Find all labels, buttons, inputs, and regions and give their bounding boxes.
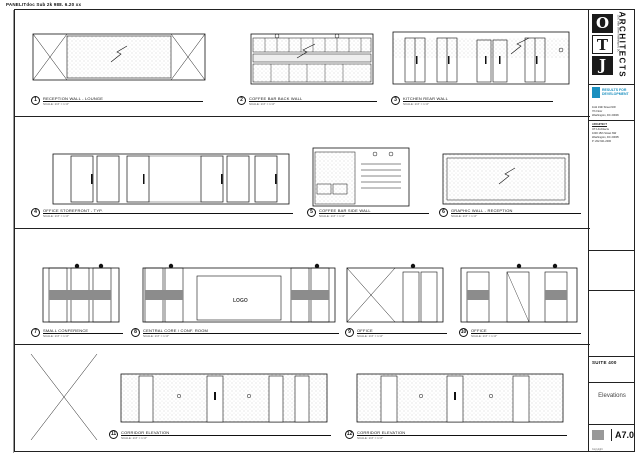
elevation-9-drawing (345, 262, 445, 326)
elevation-number: 5 (307, 208, 316, 217)
elevation-title: OFFICE (357, 328, 373, 333)
elevation-7-drawing (41, 262, 121, 326)
elevation-scale: SCALE: 1/4" = 1'-0" (451, 214, 478, 218)
title-block: O T J ARCHITECTS 1000 Main Street Washin… (589, 9, 635, 452)
elevation-number: 9 (345, 328, 354, 337)
divider (589, 356, 635, 357)
elevation-title: GRAPHIC WALL - RECEPTION (451, 208, 513, 213)
elevation-scale: SCALE: 1/4" = 1'-0" (403, 102, 430, 106)
row-divider (15, 116, 590, 117)
divider (589, 120, 635, 121)
sheet-name: Elevations (598, 393, 626, 399)
elevation-10-drawing (459, 262, 579, 326)
elevation-1-drawing (31, 32, 207, 82)
elevation-title: CORRIDOR ELEVATION (121, 430, 170, 435)
caption-rule (357, 435, 567, 436)
elevation-12-drawing (355, 370, 565, 424)
elevation-number: 10 (459, 328, 468, 337)
elevation-scale: SCALE: 1/4" = 1'-0" (143, 334, 170, 338)
caption-rule (471, 333, 581, 334)
elevation-5-drawing (311, 144, 411, 210)
elevation-scale: SCALE: 1/4" = 1'-0" (471, 334, 498, 338)
elevation-8-drawing: LOGO (141, 262, 337, 326)
client-address-line: 1111 19th Street NW (592, 106, 616, 109)
drawing-sheet: 1 RECEPTION WALL - LOUNGE SCALE: 1/4" = … (13, 9, 590, 453)
divider (589, 290, 635, 291)
caption-rule (451, 213, 581, 214)
caption-rule (357, 333, 447, 334)
elevation-number: 8 (131, 328, 140, 337)
caption-rule (249, 101, 377, 102)
caption-rule (143, 333, 339, 334)
firm-name-block: ARCHITECTS 1000 Main Street Washington, … (614, 12, 633, 84)
consultant-line: Washington, DC 20005 (592, 136, 619, 139)
elevation-number: 12 (345, 430, 354, 439)
elevation-title: COFFEE BAR SIDE WALL (319, 208, 371, 213)
caption-rule (43, 213, 293, 214)
elevation-title: RECEPTION WALL - LOUNGE (43, 96, 104, 101)
elevation-number: 11 (109, 430, 118, 439)
elevation-scale: SCALE: 1/4" = 1'-0" (357, 334, 384, 338)
divider (589, 250, 635, 251)
logo-letter: O (592, 14, 613, 33)
elevation-title: OFFICE STOREFRONT - TYP. (43, 208, 103, 213)
elevation-3-drawing (391, 28, 571, 88)
caption-rule (43, 101, 203, 102)
project-label: SUITE 400 (592, 360, 617, 365)
consultant-line: OTJ Architects (592, 128, 609, 131)
elevation-2-drawing (237, 28, 377, 86)
caption-rule (121, 435, 331, 436)
client-logo-icon (592, 87, 600, 98)
row-divider (15, 344, 590, 345)
consultant-line: P: 202.621.2000 (592, 140, 612, 143)
logo-placeholder: LOGO (233, 298, 248, 304)
elevation-scale: SCALE: 1/4" = 1'-0" (43, 102, 70, 106)
client-address-line: 7th Floor (592, 110, 603, 113)
elevation-scale: SCALE: 1/4" = 1'-0" (43, 334, 70, 338)
divider (589, 84, 635, 85)
client-address-line: Washington, DC 20036 (592, 114, 619, 117)
elevation-11-drawing (119, 370, 329, 424)
elevation-title: OFFICE (471, 328, 487, 333)
sheet-stamp-icon (592, 430, 604, 440)
logo-letter: T (592, 35, 613, 54)
divider (589, 424, 635, 425)
elevation-scale: SCALE: 1/4" = 1'-0" (249, 102, 276, 106)
caption-rule (43, 333, 123, 334)
elevation-number: 3 (391, 96, 400, 105)
elevation-4-drawing (51, 150, 291, 206)
elevation-title: CENTRAL CORE / CONF. ROOM (143, 328, 209, 333)
elevation-number: 6 (439, 208, 448, 217)
firm-address: 1000 Main Street Washington, DC (616, 14, 620, 53)
client-name: RESULTS FOR DEVELOPMENT (602, 88, 629, 96)
caption-rule (403, 101, 553, 102)
elevation-scale: SCALE: 1/4" = 1'-0" (319, 214, 346, 218)
elevation-title: COFFEE BAR BACK WALL (249, 96, 303, 101)
logo-letter: J (592, 56, 613, 75)
elevation-title: SMALL CONFERENCE (43, 328, 89, 333)
elevation-title: CORRIDOR ELEVATION (357, 430, 406, 435)
elevation-number: 1 (31, 96, 40, 105)
file-path-label: PANELITdoc Sub 2k 988. 6.20 xx (6, 2, 82, 7)
left-margin-strip (7, 10, 14, 453)
firm-logo: O T J (592, 14, 613, 76)
elevation-number: 7 (31, 328, 40, 337)
footer-note: Copyright (592, 448, 603, 451)
elevation-scale: SCALE: 1/4" = 1'-0" (43, 214, 70, 218)
sheet-number: A7.0 (611, 429, 634, 441)
elevation-6-drawing (441, 150, 571, 206)
elevation-number: 4 (31, 208, 40, 217)
elevation-number: 2 (237, 96, 246, 105)
elevation-scale: SCALE: 1/4" = 1'-0" (121, 436, 148, 440)
row-divider (15, 228, 590, 229)
consultant-label: ARCHITECT (592, 123, 607, 126)
blank-frame (29, 352, 99, 442)
elevation-scale: SCALE: 1/4" = 1'-0" (357, 436, 384, 440)
client-logo: RESULTS FOR DEVELOPMENT (592, 87, 632, 101)
divider (589, 382, 635, 383)
consultant-line: 1030 15th Street NW (592, 132, 617, 135)
elevation-title: KITCHEN REAR WALL (403, 96, 449, 101)
caption-rule (319, 213, 429, 214)
